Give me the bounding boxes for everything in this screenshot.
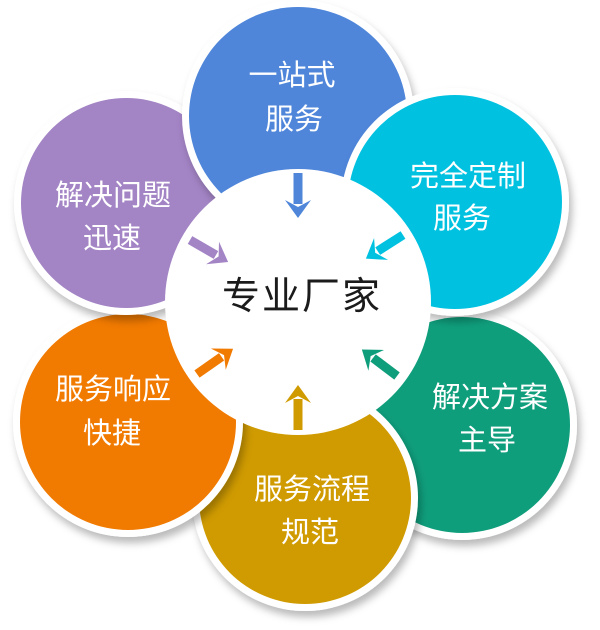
bubble-standard-service-process <box>192 385 418 611</box>
arrow-from-quick-problem-solving <box>187 236 229 265</box>
arrow-from-one-stop-service-head <box>285 200 311 218</box>
bubble-fast-service-response <box>13 307 243 537</box>
arrow-from-standard-service-process-head <box>285 385 311 403</box>
arrow-from-quick-problem-solving-shaft <box>187 236 219 259</box>
arrow-from-solution-led-head <box>361 349 385 371</box>
bubble-one-stop-service-label-line1: 一站式 <box>248 59 335 92</box>
bubble-fast-service-response-circle <box>20 314 236 530</box>
arrow-from-one-stop-service <box>285 173 311 218</box>
arrow-from-quick-problem-solving-head <box>206 241 229 265</box>
bubble-quick-problem-solving-label-line1: 解决问题 <box>55 179 171 212</box>
bubble-solution-led-label-line1: 解决方案 <box>432 381 548 414</box>
arrow-from-fast-service-response <box>194 348 234 378</box>
arrow-from-fast-service-response-head <box>210 348 234 370</box>
bubble-standard-service-process-label-line2: 规范 <box>281 516 339 549</box>
arrow-from-fully-customized-service-shaft <box>375 231 406 255</box>
bubble-standard-service-process-circle <box>199 392 411 604</box>
bubble-fast-service-response-label-line1: 服务响应 <box>55 373 171 406</box>
arrow-from-solution-led-shaft <box>370 354 400 380</box>
hub-circle <box>165 169 431 435</box>
arrow-from-fully-customized-service-head <box>365 238 389 260</box>
bubble-standard-service-process-label-line1: 服务流程 <box>254 473 370 506</box>
bubble-fast-service-response-label-line2: 快捷 <box>83 417 141 450</box>
bubble-one-stop-service-label-line2: 服务 <box>265 103 323 136</box>
arrow-from-fully-customized-service <box>365 231 406 260</box>
arrow-from-fast-service-response-shaft <box>194 353 225 378</box>
bubble-solution-led-label-line2: 主导 <box>458 424 516 457</box>
hub-title: 专业厂家 <box>222 276 382 318</box>
bubble-quick-problem-solving-label-line2: 迅速 <box>83 223 141 255</box>
arrow-from-solution-led <box>361 349 400 380</box>
bubble-fully-customized-service-label-line2: 服务 <box>433 202 491 235</box>
arrow-from-standard-service-process <box>285 385 311 430</box>
bubble-fully-customized-service-label-line1: 完全定制 <box>410 160 526 193</box>
